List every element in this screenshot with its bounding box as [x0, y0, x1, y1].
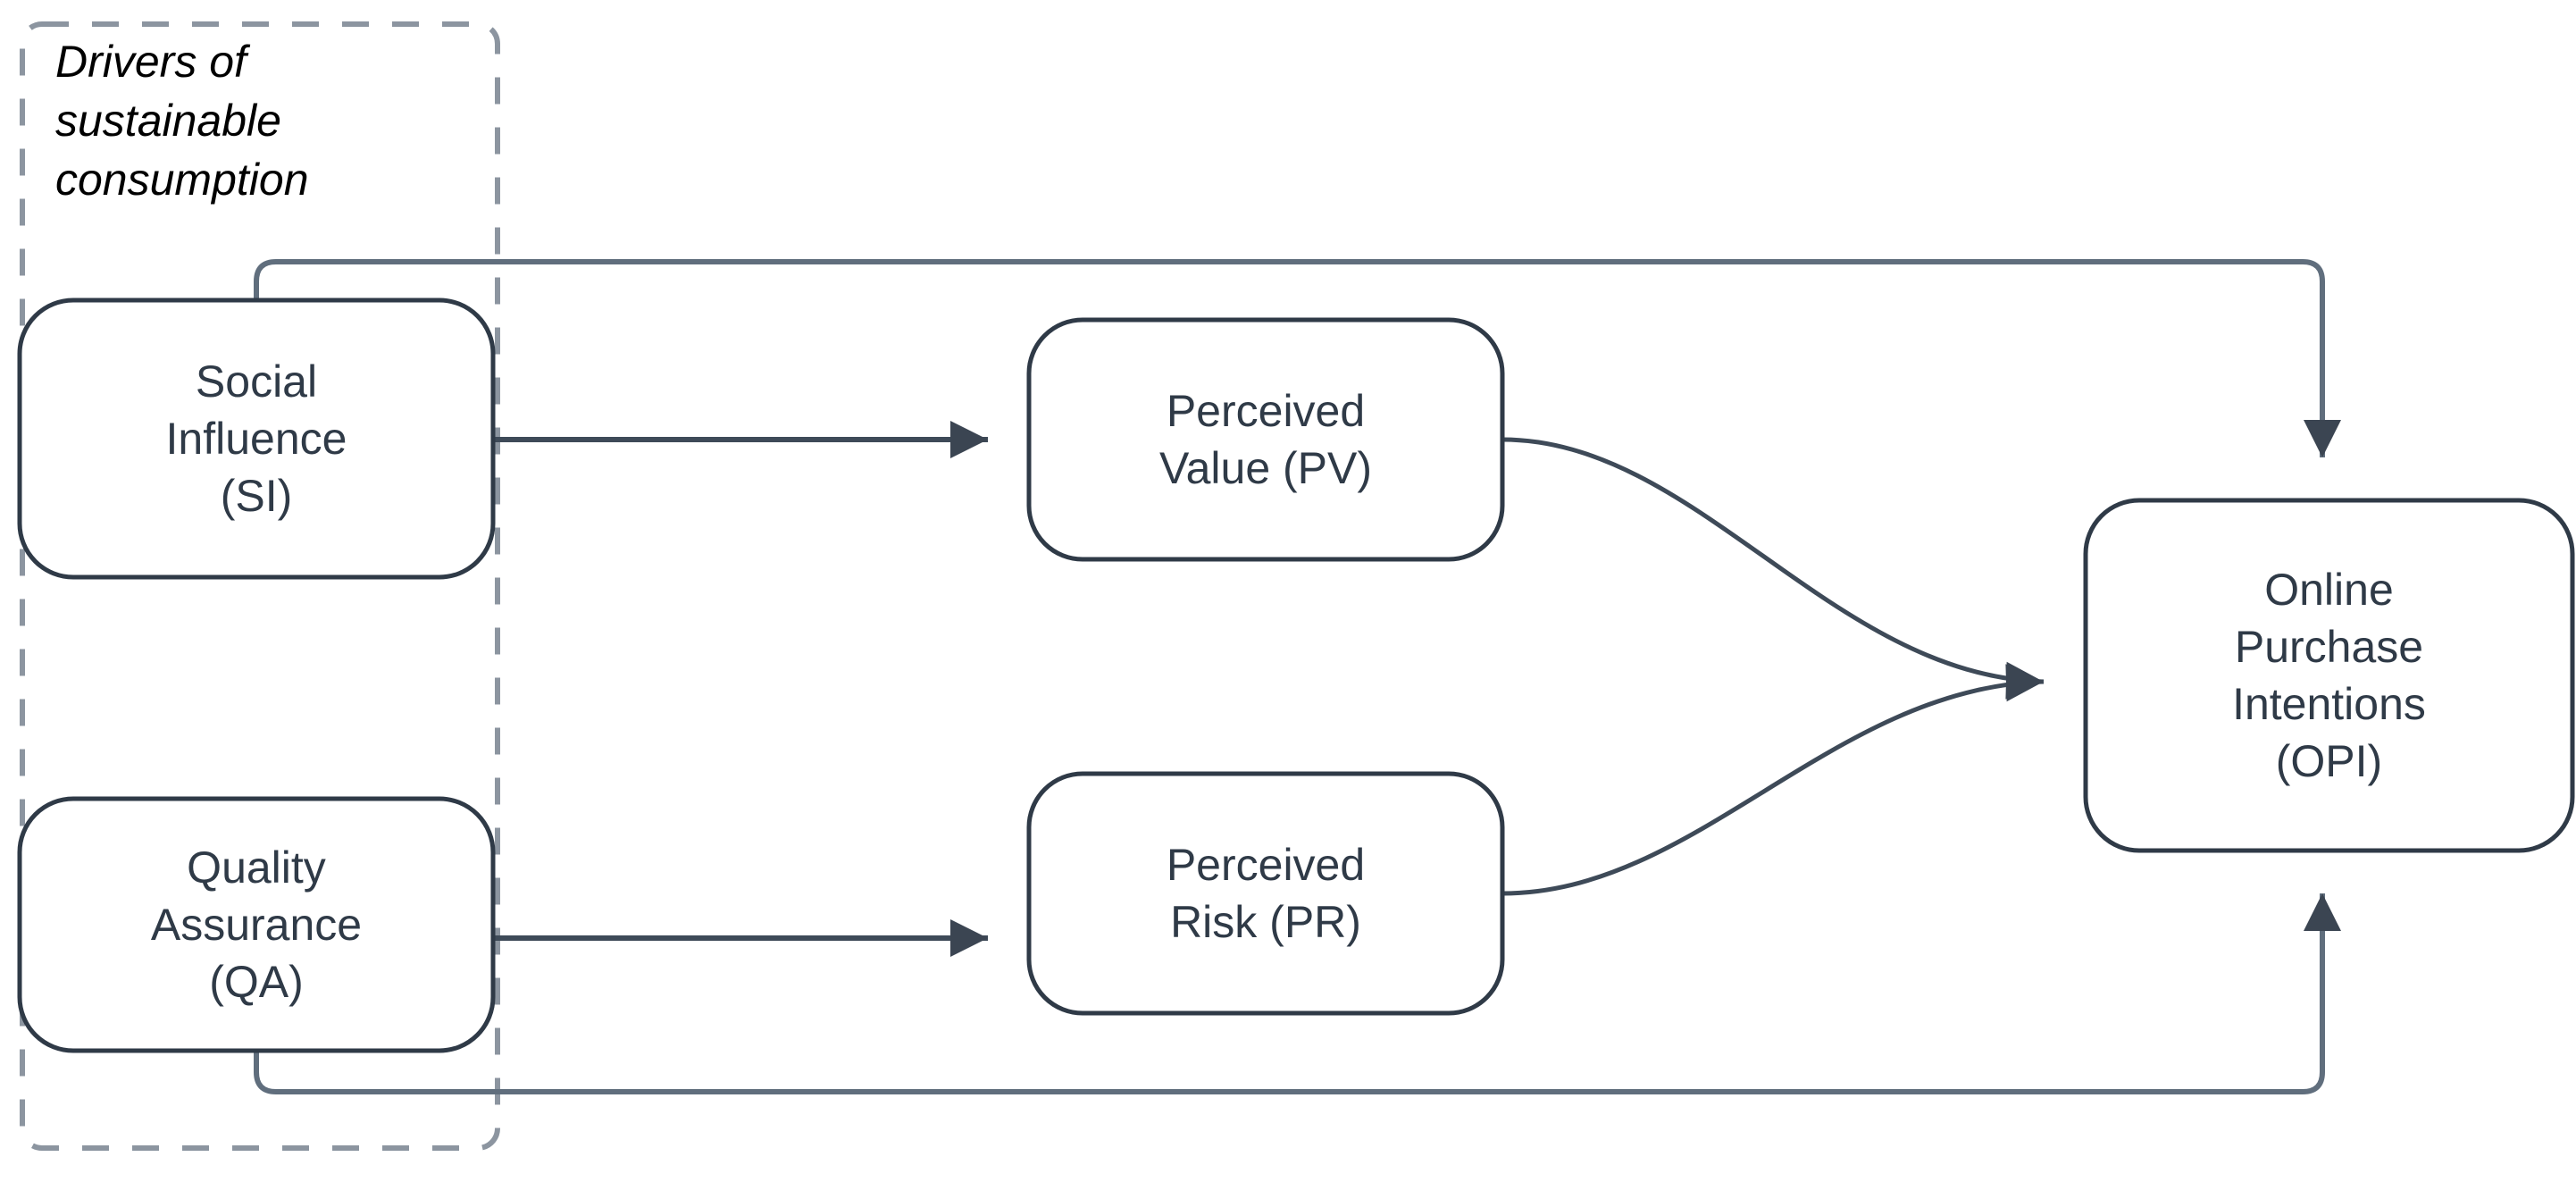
node-social-influence[interactable]: [17, 298, 496, 580]
node-perceived-risk[interactable]: [1026, 771, 1505, 1016]
drivers-group-caption: Drivers of sustainable consumption: [55, 37, 309, 205]
edge-pr-to-opi: [1501, 664, 2045, 896]
node-quality-assurance[interactable]: [17, 796, 496, 1053]
edge-pv-to-opi: [1501, 437, 2045, 700]
node-perceived-value[interactable]: [1026, 317, 1505, 562]
drivers-group-border: [20, 21, 500, 1151]
node-online-purchase-intentions[interactable]: [2083, 498, 2575, 853]
edge-si-to-opi: [254, 259, 2341, 457]
edge-qa-to-opi: [254, 893, 2341, 1094]
